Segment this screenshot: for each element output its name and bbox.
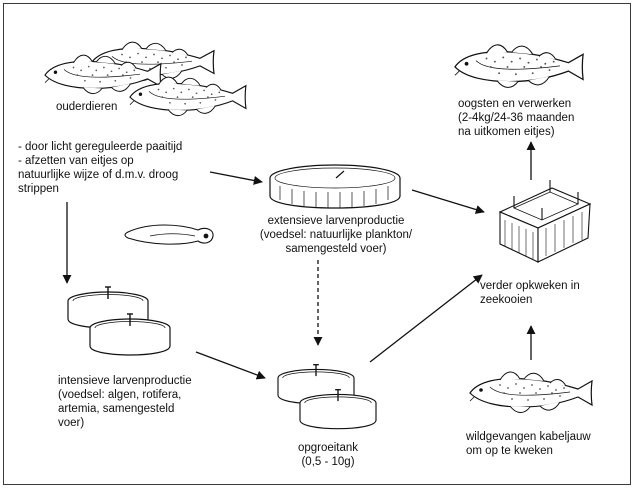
cod-fish-icon bbox=[454, 44, 584, 89]
spawning-label: - door licht gereguleerde paaitijd - afz… bbox=[18, 140, 182, 196]
intensive-line-2: (voedsel: algen, rotifera, bbox=[58, 389, 182, 401]
seacage-line-2: zeekooien bbox=[480, 294, 533, 306]
extensive-line-3: samengesteld voer) bbox=[285, 243, 387, 255]
harvest-line-1: oogsten en verwerken bbox=[458, 98, 572, 110]
broodstock-text: ouderdieren bbox=[56, 101, 118, 113]
cod-fish-icon bbox=[469, 371, 593, 414]
larva-icon bbox=[124, 224, 214, 245]
harvest-label: oogsten en verwerken (2-4kg/24-36 maande… bbox=[458, 97, 574, 139]
wildcaught-line-1: wildgevangen kabeljauw bbox=[466, 431, 591, 443]
round-tank-icon bbox=[277, 364, 377, 430]
round-tank-icon bbox=[269, 164, 401, 209]
intensive-line-3: artemia, samengesteld bbox=[58, 403, 175, 415]
spawning-line-4: strippen bbox=[18, 183, 59, 195]
round-tank-icon bbox=[67, 286, 171, 356]
spawning-line-3: natuurlijke wijze of d.m.v. droog bbox=[18, 169, 179, 181]
harvest-line-3: na uitkomen eitjes) bbox=[458, 126, 555, 138]
spawning-line-2: - afzetten van eitjes op bbox=[18, 155, 134, 167]
spawning-line-1: - door licht gereguleerde paaitijd bbox=[18, 141, 183, 153]
extensive-line-1: extensieve larvenproductie bbox=[267, 215, 405, 227]
intensive-line-1: intensieve larvenproductie bbox=[58, 375, 192, 387]
seacage-label: verder opkweken in zeekooien bbox=[480, 279, 580, 307]
intensive-line-4: voer) bbox=[58, 417, 85, 429]
growtank-label: opgroeitank (0,5 - 10g) bbox=[296, 441, 360, 469]
wildcaught-label: wildgevangen kabeljauw om op te kweken bbox=[466, 430, 591, 458]
broodstock-label: ouderdieren bbox=[56, 100, 117, 114]
growtank-line-2: (0,5 - 10g) bbox=[301, 456, 355, 468]
sea-cage-icon bbox=[498, 180, 592, 263]
growtank-line-1: opgroeitank bbox=[297, 442, 359, 454]
seacage-line-1: verder opkweken in bbox=[480, 280, 580, 292]
extensive-line-2: (voedsel: natuurlijke plankton/ bbox=[259, 229, 413, 241]
extensive-label: extensieve larvenproductie (voedsel: nat… bbox=[248, 214, 424, 256]
intensive-label: intensieve larvenproductie (voedsel: alg… bbox=[58, 374, 192, 430]
wildcaught-line-2: om op te kweken bbox=[466, 445, 553, 457]
flow-arrows bbox=[62, 141, 536, 380]
harvest-line-2: (2-4kg/24-36 maanden bbox=[458, 112, 575, 124]
